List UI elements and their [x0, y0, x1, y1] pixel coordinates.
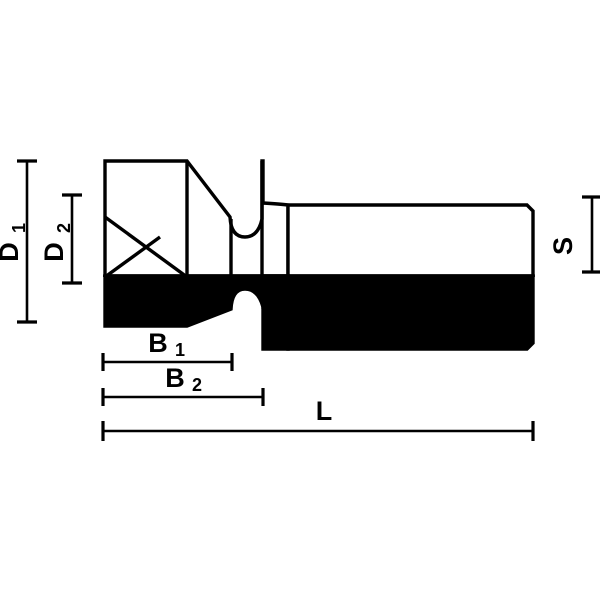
dimension-d1: D 1 [0, 159, 37, 324]
b2-subscript: 2 [192, 375, 202, 395]
b1-subscript: 1 [175, 340, 185, 360]
shank-bottom-fillet [261, 274, 290, 309]
shank-bottom-solid [286, 274, 535, 351]
dimension-s: S [548, 195, 600, 274]
cutter-head-detail-lines [103, 161, 264, 279]
d1-subscript: 1 [9, 223, 29, 233]
nose-chamfer-lower-diagonal [104, 235, 161, 279]
d2-label: D [39, 242, 69, 262]
dimension-l: L [101, 396, 535, 441]
cutter-head-upper-outline [103, 159, 290, 279]
shank-upper-outline [286, 203, 535, 279]
d2-subscript: 2 [54, 223, 74, 233]
l-label: L [316, 396, 333, 426]
dimension-d2: D 2 [39, 193, 82, 285]
dimension-b2: B 2 [101, 363, 265, 406]
s-label: S [548, 237, 578, 255]
b2-label: B [165, 363, 185, 393]
tool-lower-definitive [96, 274, 556, 412]
dimension-b1: B 1 [101, 328, 234, 371]
b1-label: B [148, 328, 168, 358]
tool-upper-body [103, 159, 290, 279]
tool-shank-upper [286, 203, 535, 279]
d1-label: D [0, 242, 24, 262]
